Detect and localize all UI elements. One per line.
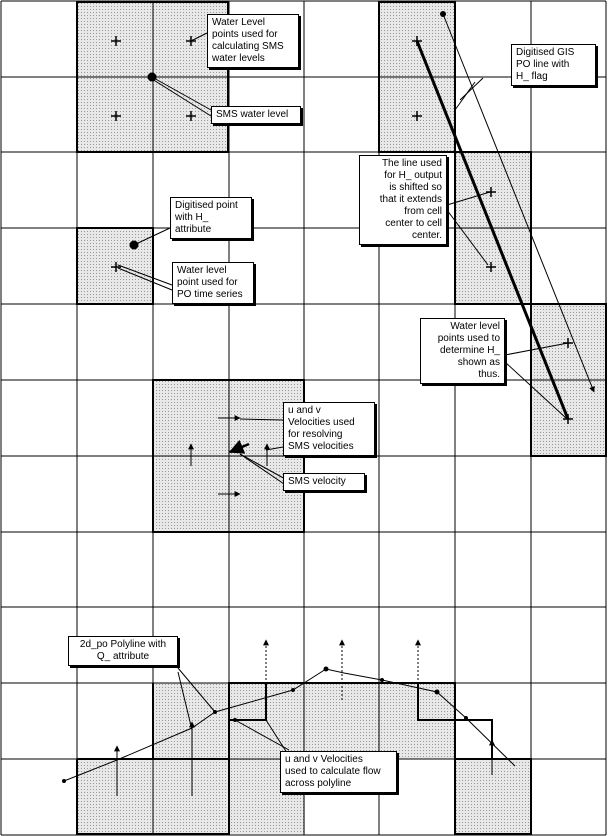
uv-sms-label: u and v Velocities used for resolving SM… [283, 402, 375, 456]
digitised-point [129, 240, 139, 250]
velocity-arrows [188, 415, 270, 497]
wl-points-sms-label: Water Level points used for calculating … [207, 14, 299, 68]
polyline-label: 2d_po Polyline with Q_ attribute [68, 636, 178, 666]
sms-velocity-label: SMS velocity [283, 473, 365, 491]
wl-points-h-label: Water level points used to determine H_ … [420, 318, 505, 384]
line-shifted-label: The line used for H_ output is shifted s… [359, 155, 447, 245]
digitised-point-label: Digitised point with H_ attribute [170, 197, 252, 239]
sms-water-level-label: SMS water level [211, 106, 301, 124]
uv-flow-label: u and v Velocities used to calculate flo… [280, 751, 397, 793]
wl-point-po-label: Water level point used for PO time serie… [172, 262, 254, 304]
water-level-points [111, 36, 573, 424]
flow-velocity-arrows [114, 639, 495, 796]
digitised-gis-label: Digitised GIS PO line with H_ flag [511, 44, 596, 86]
gis-po-line [415, 11, 595, 420]
leader-lines [117, 32, 569, 757]
